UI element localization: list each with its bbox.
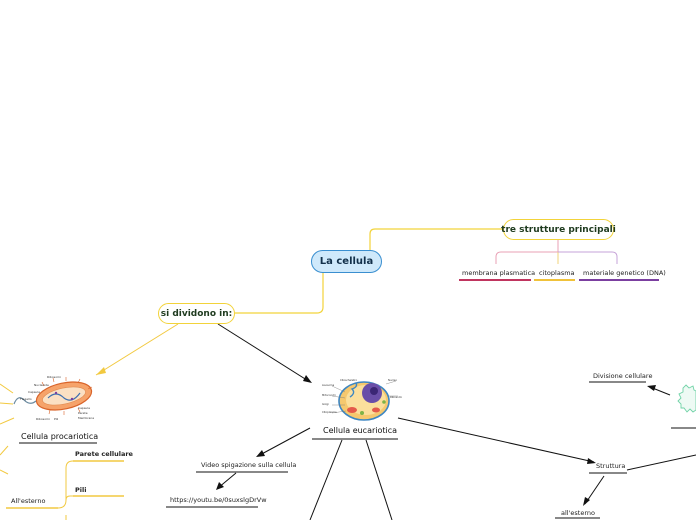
svg-text:Capsula: Capsula	[28, 390, 40, 394]
connector-root-dividono	[235, 273, 324, 314]
connector-all-esterno-items	[57, 460, 74, 520]
svg-text:Parete: Parete	[78, 411, 88, 415]
svg-text:Ribosomi: Ribosomi	[390, 395, 402, 399]
connector-left-edge	[0, 469, 9, 475]
arrowhead	[587, 458, 596, 464]
svg-text:Nucleo: Nucleo	[388, 378, 397, 382]
svg-text:Pili: Pili	[54, 417, 58, 421]
link-video-url[interactable]: https://youtu.be/0suxslgDrVw	[170, 496, 267, 504]
node-dna[interactable]: materiale genetico (DNA)	[583, 269, 666, 277]
node-tre-strutture[interactable]: tre strutture principali	[501, 219, 616, 240]
connector-struttura-right	[626, 454, 696, 471]
node-membrana[interactable]: membrana plasmatica	[462, 269, 536, 277]
svg-text:Flagello: Flagello	[20, 397, 32, 401]
connector-tre-membrana	[495, 240, 559, 264]
node-parete[interactable]: Parete cellulare	[75, 450, 133, 458]
arrowhead	[96, 367, 106, 375]
node-citoplasma[interactable]: citoplasma	[539, 269, 575, 277]
node-divisione[interactable]: Divisione cellulare	[593, 372, 653, 380]
svg-text:Citoscheletro: Citoscheletro	[340, 378, 357, 382]
arrowhead	[647, 385, 656, 391]
svg-text:Citoplasma: Citoplasma	[322, 410, 337, 414]
arrowhead	[583, 497, 590, 506]
connector-eucariotica-video	[257, 427, 311, 457]
connector-dividono-procariotica	[95, 323, 179, 376]
connector-tre-dna	[558, 251, 618, 264]
arrowhead	[256, 450, 265, 457]
prokaryotic-cell-image: Ribosomi Nucleoide Capsula Flagello Caps…	[13, 375, 94, 421]
node-eucariotica[interactable]: Cellula eucariotica	[323, 426, 398, 435]
node-video[interactable]: Video spigazione sulla cellula	[201, 461, 297, 469]
arrowhead	[303, 375, 312, 383]
arrowhead	[216, 482, 224, 490]
connector-root-tre	[369, 228, 503, 250]
connector-procariotica-left	[0, 383, 15, 456]
eukaryotic-cell-image: Lisosoma Mitocondri Golgi Citoplasma Nuc…	[322, 378, 402, 421]
node-all-esterno-pro[interactable]: All'esterno	[11, 497, 46, 505]
svg-text:Nucleoide: Nucleoide	[34, 383, 49, 387]
svg-text:Ribosomi: Ribosomi	[47, 375, 61, 379]
svg-text:Capsula: Capsula	[78, 406, 90, 410]
connector-dividono-eucariotica	[217, 323, 311, 383]
svg-text:Membrana: Membrana	[78, 416, 94, 420]
node-procariotica[interactable]: Cellula procariotica	[21, 432, 99, 441]
node-si-dividono[interactable]: si dividono in:	[158, 303, 235, 324]
svg-text:Golgi: Golgi	[322, 402, 329, 406]
svg-text:Ribosomi: Ribosomi	[36, 417, 50, 421]
node-struttura[interactable]: Struttura	[596, 462, 626, 470]
node-all-esterno-euc[interactable]: all'esterno	[561, 509, 595, 517]
connector-eucariotica-struttura	[397, 417, 595, 463]
connector-eucariotica-down2	[365, 439, 393, 520]
svg-text:Mitocondri: Mitocondri	[322, 393, 336, 397]
svg-text:Lisosoma: Lisosoma	[322, 383, 335, 387]
cell-division-image	[677, 384, 696, 413]
connector-eucariotica-down1	[309, 439, 343, 520]
node-root[interactable]: La cellula	[311, 250, 382, 273]
node-pili[interactable]: Pili	[75, 486, 87, 494]
